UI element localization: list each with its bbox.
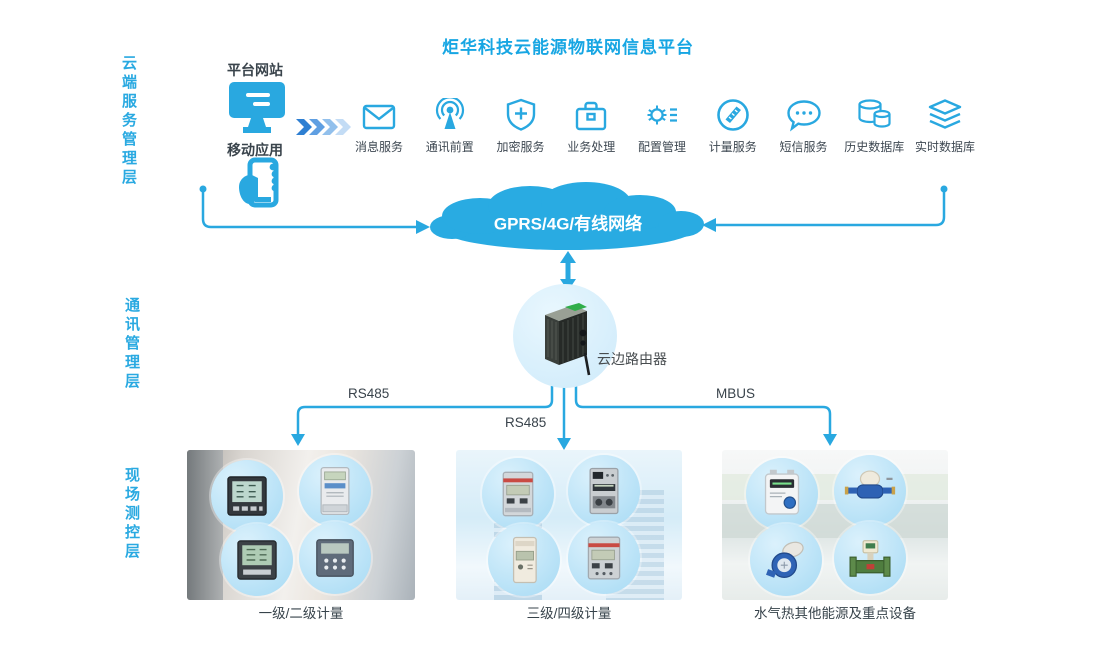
din-rail-meter-image: [568, 522, 640, 594]
monitor-icon: [228, 81, 286, 140]
service-label: 通讯前置: [425, 140, 474, 154]
right-arrow-to-cloud: [702, 185, 948, 232]
legacy-meter-image: [568, 455, 640, 527]
service-encryption: 加密服务: [486, 96, 556, 155]
single-phase-din-meter-image: [488, 524, 560, 596]
chevron-flow-icon: [296, 119, 351, 135]
cloud-services-row: 消息服务 通讯前置 加密服务: [344, 96, 980, 155]
chat-bubble-icon: [769, 96, 839, 132]
layer-label-cloud-services: 云端服务管理层: [120, 55, 137, 188]
service-business: 业务处理: [556, 96, 626, 155]
router-device-icon: [545, 303, 591, 376]
layer-label-field-monitoring: 现场测控层: [123, 467, 140, 562]
mobile-app-label: 移动应用: [227, 142, 283, 158]
service-label: 配置管理: [637, 140, 686, 154]
ruler-badge-icon: [698, 96, 768, 132]
device-group-photo-other-energy: [722, 450, 948, 600]
database-icon: [839, 96, 909, 132]
service-history-db: 历史数据库: [839, 96, 909, 155]
service-message: 消息服务: [344, 96, 414, 155]
keypad-meter-image: [299, 522, 371, 594]
service-label: 实时数据库: [914, 140, 975, 154]
layer-label-communication: 通讯管理层: [123, 297, 140, 392]
group-label-other-energy: 水气热其他能源及重点设备: [754, 606, 916, 621]
service-sms: 短信服务: [769, 96, 839, 155]
platform-website-label: 平台网站: [227, 62, 283, 78]
three-phase-meter-image: [299, 455, 371, 527]
bus-mbus-line: [574, 386, 837, 446]
layers-icon: [910, 96, 980, 132]
edge-router-label: 云边路由器: [597, 351, 667, 367]
bus-label-rs485-left: RS485: [348, 386, 390, 401]
group-label-primary-metering: 一级/二级计量: [258, 606, 344, 621]
service-label: 计量服务: [708, 140, 757, 154]
bus-label-mbus: MBUS: [716, 386, 756, 401]
service-label: 短信服务: [779, 140, 828, 154]
panel-meter-image: [221, 524, 293, 596]
din-rail-meter-image: [482, 458, 554, 530]
broadcast-antenna-icon: [415, 96, 485, 132]
network-cloud-label: GPRS/4G/有线网络: [493, 214, 643, 234]
gear-config-icon: [627, 96, 697, 132]
gas-meter-image: [746, 458, 818, 530]
panel-power-meter-image: [211, 460, 283, 532]
device-group-photo-primary-metering: [187, 450, 415, 600]
group-label-tertiary-metering: 三级/四级计量: [526, 606, 612, 621]
service-label: 消息服务: [354, 140, 403, 154]
service-config: 配置管理: [627, 96, 697, 155]
service-realtime-db: 实时数据库: [910, 96, 980, 155]
shield-plus-icon: [486, 96, 556, 132]
service-comm-front: 通讯前置: [415, 96, 485, 155]
service-metering: 计量服务: [698, 96, 768, 155]
water-meter-lid-image: [750, 524, 822, 596]
briefcase-icon: [556, 96, 626, 132]
bus-rs485-middle-line: [557, 386, 571, 450]
service-label: 历史数据库: [844, 140, 905, 154]
flow-meter-image: [834, 522, 906, 594]
service-label: 加密服务: [496, 140, 545, 154]
device-group-photo-tertiary-metering: [456, 450, 682, 600]
service-label: 业务处理: [567, 140, 616, 154]
page-title: 炬华科技云能源物联网信息平台: [442, 38, 694, 57]
water-meter-image: [834, 455, 906, 527]
phone-in-hand-icon: [233, 157, 281, 214]
bus-label-rs485-middle: RS485: [505, 415, 547, 430]
edge-router-image: [513, 284, 617, 388]
envelope-icon: [344, 96, 414, 132]
